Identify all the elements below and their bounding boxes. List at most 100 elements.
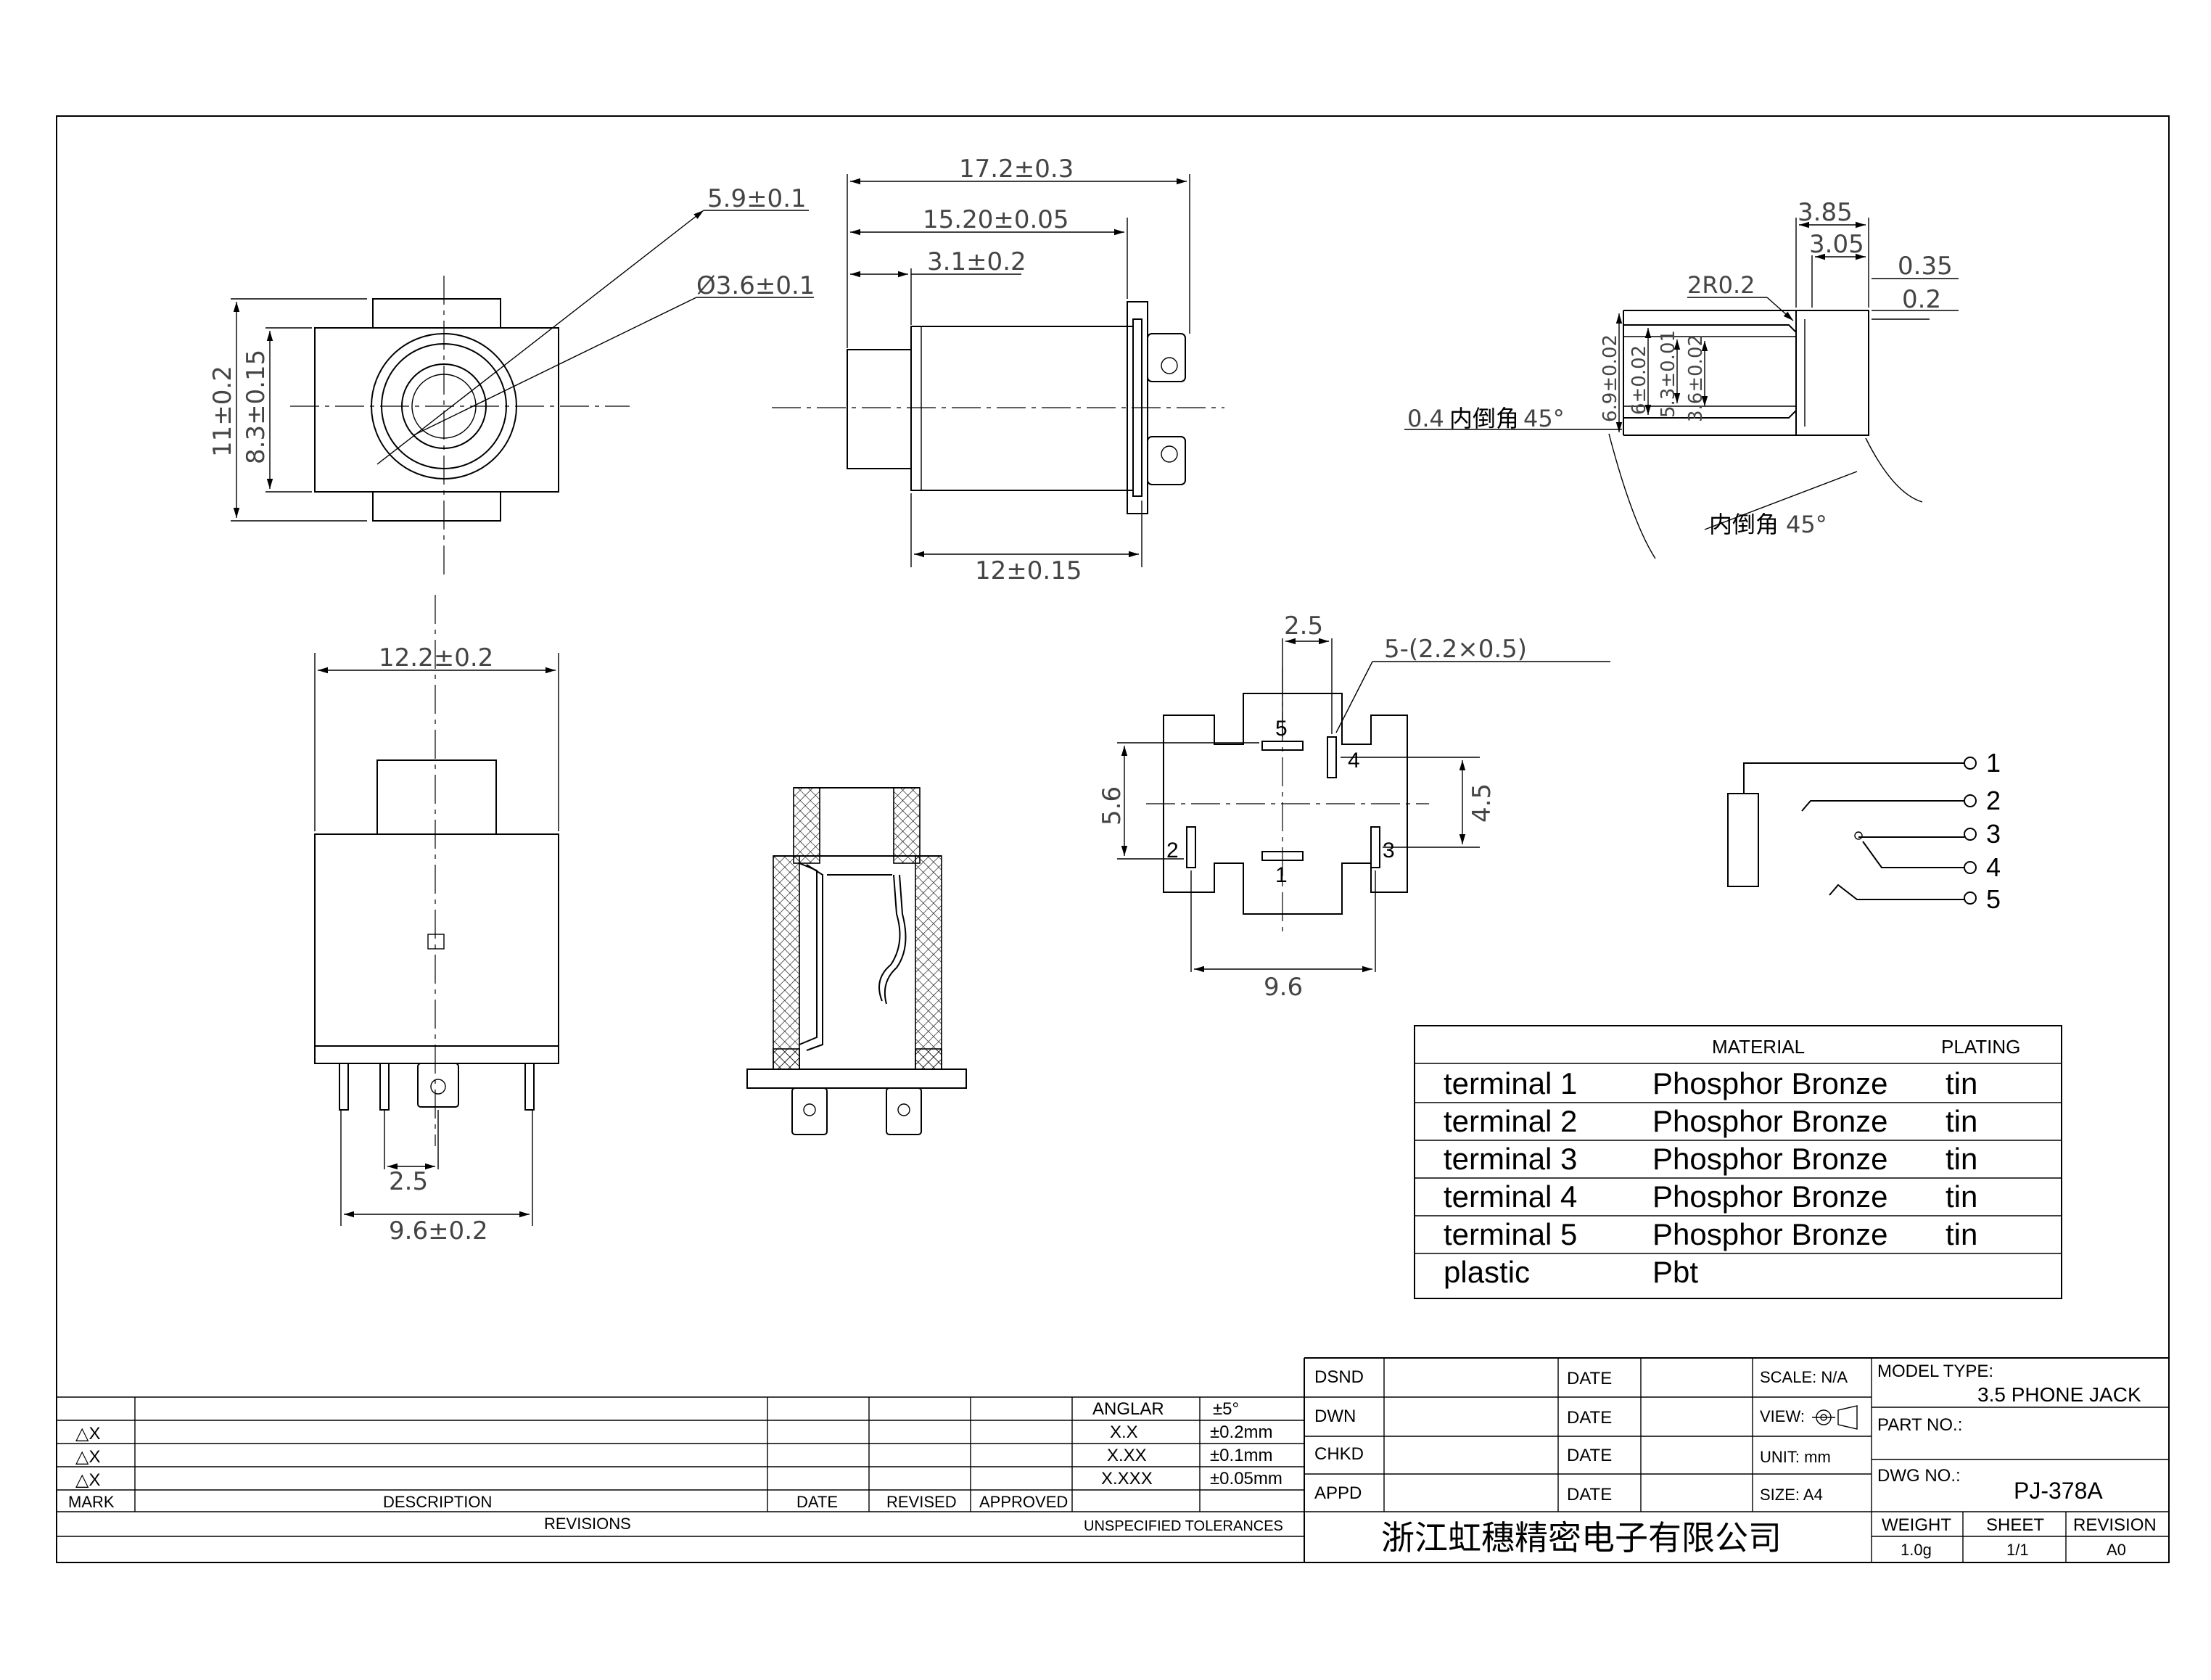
dim-pin-span: 9.6±0.2 (389, 1216, 488, 1245)
material-table: MATERIAL PLATING terminal 1 Phosphor Bro… (1414, 1025, 2062, 1299)
rev-header-description: DESCRIPTION (383, 1493, 492, 1511)
pad-label-5: 5 (1275, 717, 1288, 741)
rev-header-revised: REVISED (886, 1493, 957, 1511)
sch-pin-2: 2 (1986, 786, 2001, 815)
dwg-no-label: DWG NO.: (1877, 1466, 1961, 1486)
tolerances-footer: UNSPECIFIED TOLERANCES (1084, 1518, 1283, 1534)
dim-body-height: 11±0.2 (208, 366, 237, 457)
sch-pin-5: 5 (1986, 884, 2001, 914)
dim-bottom-width: 12.2±0.2 (379, 643, 493, 672)
row-plating: tin (1946, 1179, 1977, 1214)
rev-row-mark: △X (75, 1470, 100, 1490)
table-row: terminal 3 Phosphor Bronze tin (1444, 1142, 1977, 1176)
table-row: terminal 5 Phosphor Bronze tin (1444, 1217, 1977, 1251)
title-block: DSND DWN CHKD APPD DATE DATE DATE DATE S… (1304, 1357, 2169, 1562)
table-row: terminal 2 Phosphor Bronze tin (1444, 1104, 1977, 1138)
row-material: Pbt (1652, 1255, 1698, 1289)
tol-label-xxx: X.XXX (1101, 1469, 1153, 1488)
sch-pin-1: 1 (1986, 748, 2001, 778)
rev-header-approved: APPROVED (979, 1493, 1068, 1511)
chamfer-left-label: 内倒角 (1449, 405, 1519, 432)
tol-label-xx: X.XX (1107, 1446, 1147, 1465)
row-part: terminal 3 (1444, 1142, 1577, 1176)
sheet-value: 1/1 (2006, 1541, 2029, 1559)
row-part: plastic (1444, 1255, 1530, 1289)
dim-face-height: 8.3±0.15 (242, 350, 271, 464)
table-header-plating: PLATING (1941, 1036, 2020, 1058)
tol-label-x: X.X (1110, 1422, 1138, 1442)
table-row: terminal 1 Phosphor Bronze tin (1444, 1066, 1977, 1100)
row-material: Phosphor Bronze (1652, 1104, 1888, 1138)
revisions-footer: REVISIONS (544, 1515, 631, 1533)
dim-nose-length: 3.1±0.2 (927, 247, 1026, 276)
dim-overall-length: 17.2±0.3 (959, 155, 1074, 184)
fp-dim-4-5: 4.5 (1467, 783, 1496, 823)
dim-5-3: 5.3±0.01 (1658, 330, 1679, 418)
model-type-label: MODEL TYPE: (1877, 1362, 1993, 1381)
part-no-label: PART NO.: (1877, 1415, 1962, 1435)
row-material: Phosphor Bronze (1652, 1179, 1888, 1214)
pad-label-1: 1 (1275, 863, 1288, 887)
detail-view: 3.85 3.05 0.35 0.2 2R0.2 6.9±0.02 6±0.02… (1404, 198, 1959, 559)
scale-field: SCALE: N/A (1760, 1368, 1848, 1386)
date-label: DATE (1567, 1408, 1612, 1428)
row-plating: tin (1946, 1217, 1977, 1251)
sign-label-dwn: DWN (1314, 1407, 1356, 1426)
dwg-no-value: PJ-378A (2014, 1478, 2103, 1504)
dim-0-2: 0.2 (1902, 285, 1941, 314)
pad-label-2: 2 (1166, 839, 1179, 862)
tol-value-angle: ±5° (1213, 1399, 1239, 1419)
row-plating: tin (1946, 1104, 1977, 1138)
fp-dim-pad-size: 5-(2.2×0.5) (1384, 635, 1527, 664)
fp-dim-pitch: 2.5 (1284, 612, 1323, 641)
table-row: terminal 4 Phosphor Bronze tin (1444, 1179, 1977, 1214)
rev-header-date: DATE (796, 1493, 838, 1511)
sign-label-chkd: CHKD (1314, 1444, 1364, 1464)
date-label: DATE (1567, 1369, 1612, 1388)
sch-pin-3: 3 (1986, 819, 2001, 849)
row-material: Phosphor Bronze (1652, 1066, 1888, 1100)
table-row: plastic Pbt (1444, 1255, 1698, 1289)
schematic: 1 2 3 4 5 (1727, 748, 2001, 914)
chamfer-right-label: 内倒角 (1709, 511, 1779, 538)
tol-value-xxx: ±0.05mm (1210, 1469, 1282, 1488)
sign-label-appd: APPD (1314, 1483, 1362, 1503)
weight-value: 1.0g (1901, 1541, 1932, 1559)
tol-value-xx: ±0.1mm (1210, 1446, 1273, 1465)
dim-bore-diameter: Ø3.6±0.1 (696, 271, 815, 300)
row-plating: tin (1946, 1066, 1977, 1100)
pad-label-3: 3 (1383, 839, 1395, 862)
revision-block: △X △X △X MARK DESCRIPTION DATE REVISED A… (57, 1358, 1305, 1562)
revision-label: REVISION (2073, 1515, 2157, 1535)
tol-label-angle: ANGLAR (1092, 1399, 1164, 1419)
pcb-footprint: 5 1 4 2 3 2.5 5-(2.2×0.5) 5.6 4.5 9.6 (1098, 612, 1610, 1002)
date-label: DATE (1567, 1446, 1612, 1465)
dim-3-6: 3.6±0.02 (1685, 334, 1707, 422)
row-part: terminal 2 (1444, 1104, 1577, 1138)
front-view: 5.9±0.1 Ø3.6±0.1 11±0.2 8.3±0.15 (208, 184, 815, 580)
weight-label: WEIGHT (1882, 1515, 1951, 1535)
dim-6-9: 6.9±0.02 (1599, 334, 1621, 422)
fp-dim-5-6: 5.6 (1098, 786, 1127, 825)
model-type-value: 3.5 PHONE JACK (1977, 1383, 2141, 1406)
side-view: 17.2±0.3 15.20±0.05 3.1±0.2 12±0.15 (772, 155, 1224, 585)
tol-value-x: ±0.2mm (1210, 1422, 1273, 1442)
pad-label-4: 4 (1348, 749, 1360, 773)
size-field: SIZE: A4 (1760, 1486, 1823, 1504)
sign-label-dsnd: DSND (1314, 1367, 1364, 1387)
row-part: terminal 4 (1444, 1179, 1577, 1214)
row-plating: tin (1946, 1142, 1977, 1176)
dim-2r0-2: 2R0.2 (1687, 271, 1755, 299)
dim-body-length: 15.20±0.05 (923, 205, 1069, 234)
dim-0-35: 0.35 (1898, 252, 1953, 281)
date-label: DATE (1567, 1485, 1612, 1504)
unit-field: UNIT: mm (1760, 1448, 1831, 1466)
dim-pin-pitch: 2.5 (389, 1167, 428, 1196)
fp-dim-9-6: 9.6 (1264, 973, 1303, 1002)
view-field: VIEW: (1760, 1407, 1805, 1425)
revision-value: A0 (2107, 1541, 2126, 1559)
projection-symbol-icon (1812, 1405, 1858, 1430)
chamfer-left-value: 0.4 (1407, 405, 1444, 432)
chamfer-right-angle: 45° (1786, 511, 1827, 538)
